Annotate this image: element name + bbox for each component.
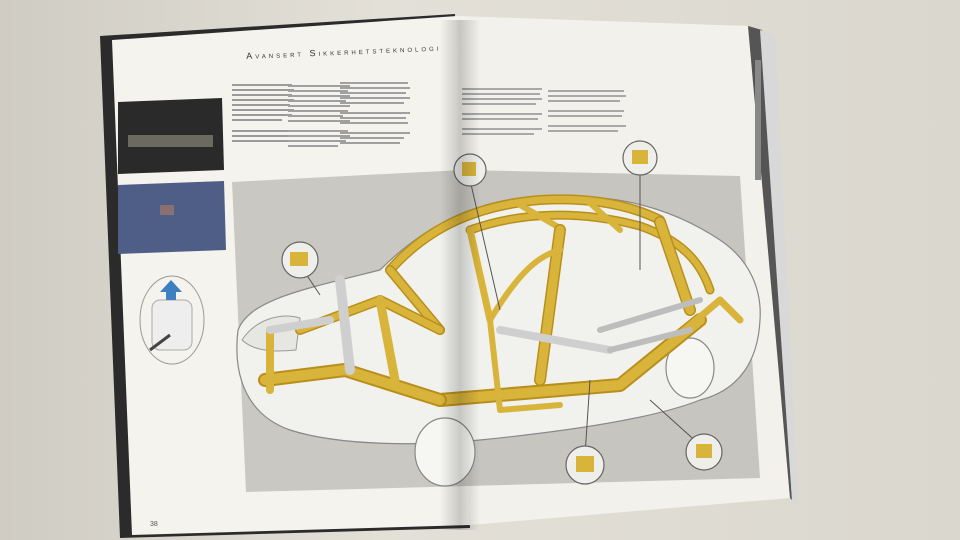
photo-floor-structure <box>118 181 226 254</box>
page-edge-tab <box>755 60 761 180</box>
right-text-column <box>340 82 410 144</box>
right-page-text <box>462 88 626 135</box>
seat-diagram <box>139 275 205 365</box>
spine-shadow <box>440 20 480 530</box>
photo-floor-detail <box>160 205 174 215</box>
front-wheel <box>414 417 476 487</box>
rear-wheel <box>665 337 715 399</box>
middle-text-column <box>288 85 350 147</box>
left-text-column <box>232 84 294 142</box>
page-number: 38 <box>150 521 158 528</box>
magnifier-callout-icon <box>281 140 723 485</box>
page-stack <box>760 30 798 505</box>
safety-cage-frame <box>258 194 744 413</box>
photo-door-detail <box>128 135 213 147</box>
arrow-up-icon <box>160 280 182 300</box>
